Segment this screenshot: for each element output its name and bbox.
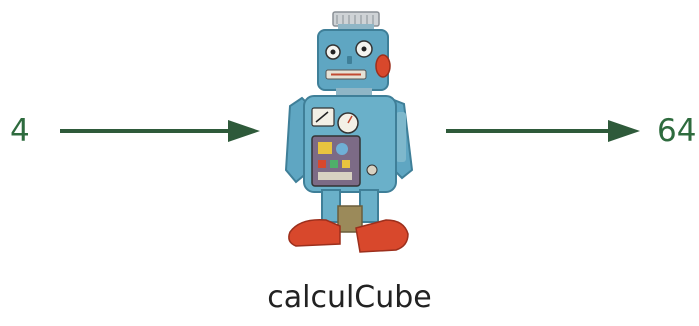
output-value: 64: [657, 113, 697, 149]
input-arrow: [60, 120, 260, 142]
function-name-label: calculCube: [267, 280, 432, 315]
input-value: 4: [10, 113, 30, 149]
output-arrow: [446, 120, 640, 142]
robot-icon: [284, 11, 414, 253]
